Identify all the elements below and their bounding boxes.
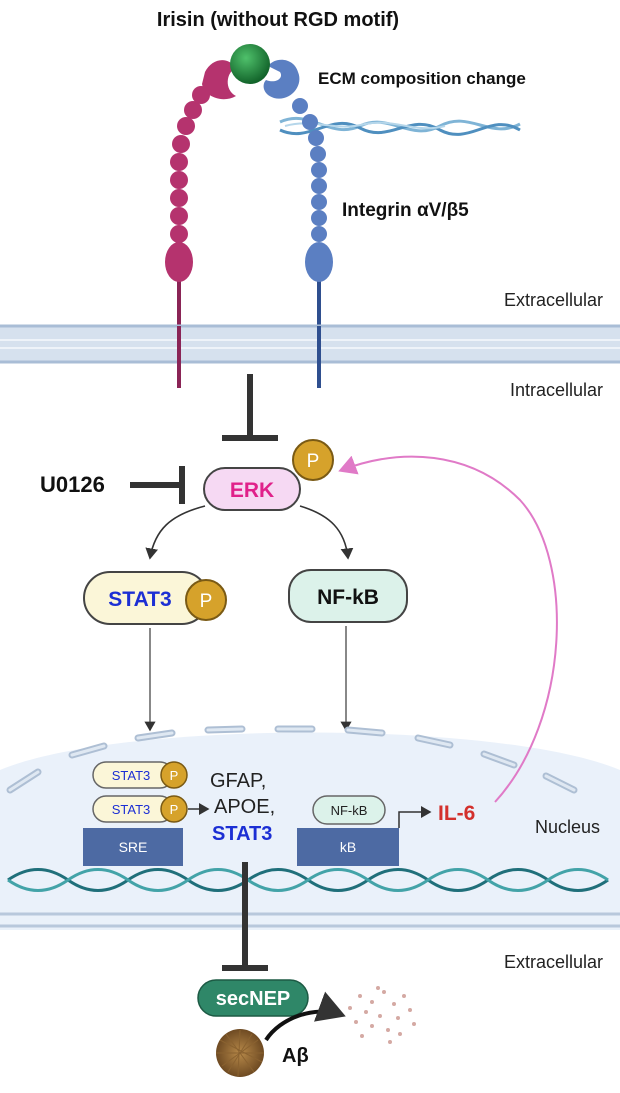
integrin-alpha-subunit: [165, 60, 236, 388]
erk-phospho: P: [292, 439, 334, 481]
erk-label: ERK: [230, 479, 274, 502]
abeta-label: Aβ: [282, 1045, 309, 1067]
stat3-node: STAT3: [83, 571, 209, 625]
kb-to-il6-arrow: [398, 806, 432, 828]
genes-inhibit-secnep: [222, 862, 268, 971]
kb-label: kB: [340, 839, 356, 855]
nuclear-stat3-lower: STAT3 P: [92, 795, 188, 823]
extracellular-top-label: Extracellular: [504, 290, 603, 310]
kb-box: kB: [297, 828, 399, 866]
svg-text:P: P: [307, 451, 320, 472]
sre-box: SRE: [83, 828, 183, 866]
u0126-label: U0126: [40, 472, 105, 497]
secnep-node: secNEP: [197, 979, 309, 1017]
erk-node: ERK: [203, 467, 301, 511]
stat3-label: STAT3: [108, 588, 171, 611]
irisin-molecule: [230, 44, 270, 84]
il6-feedback-arrow: [338, 455, 558, 803]
nuclear-stat3-upper: STAT3 P: [92, 761, 188, 789]
genes-line-3: STAT3: [212, 823, 272, 845]
svg-text:P: P: [170, 768, 179, 783]
integrin-inhibits-erk: [222, 374, 278, 441]
svg-text:NF-kB: NF-kB: [331, 803, 368, 818]
svg-text:STAT3: STAT3: [112, 802, 151, 817]
genes-line-2: APOE,: [214, 796, 275, 818]
nuclear-envelope-bottom: [0, 912, 620, 928]
u0126-inhibition: [130, 466, 185, 504]
nuclear-nfkb: NF-kB: [312, 795, 386, 825]
abeta-degradation-arrow: [264, 991, 346, 1042]
svg-text:P: P: [170, 802, 179, 817]
svg-text:P: P: [200, 591, 213, 612]
nfkb-label: NF-kB: [317, 586, 379, 609]
extracellular-bottom-label: Extracellular: [504, 952, 603, 972]
dna-helix: [7, 868, 609, 892]
integrin-label: Integrin αV/β5: [342, 200, 469, 221]
intracellular-label: Intracellular: [510, 380, 603, 400]
ecm-label: ECM composition change: [318, 69, 526, 88]
sre-label: SRE: [119, 839, 148, 855]
genes-line-1: GFAP,: [210, 770, 266, 792]
secnep-label: secNEP: [216, 988, 291, 1010]
nfkb-node: NF-kB: [288, 569, 408, 623]
stat3-phospho: P: [185, 579, 227, 621]
abeta-plaque: [216, 1029, 264, 1077]
svg-text:STAT3: STAT3: [112, 768, 151, 783]
abeta-fragments: [348, 986, 416, 1044]
plasma-membrane: [0, 324, 620, 364]
il6-label: IL-6: [438, 802, 475, 825]
erk-to-stat3-arrow: [145, 505, 206, 560]
irisin-title: Irisin (without RGD motif): [157, 9, 399, 31]
erk-to-nfkb-arrow: [299, 505, 354, 560]
nucleus-label: Nucleus: [535, 817, 600, 837]
